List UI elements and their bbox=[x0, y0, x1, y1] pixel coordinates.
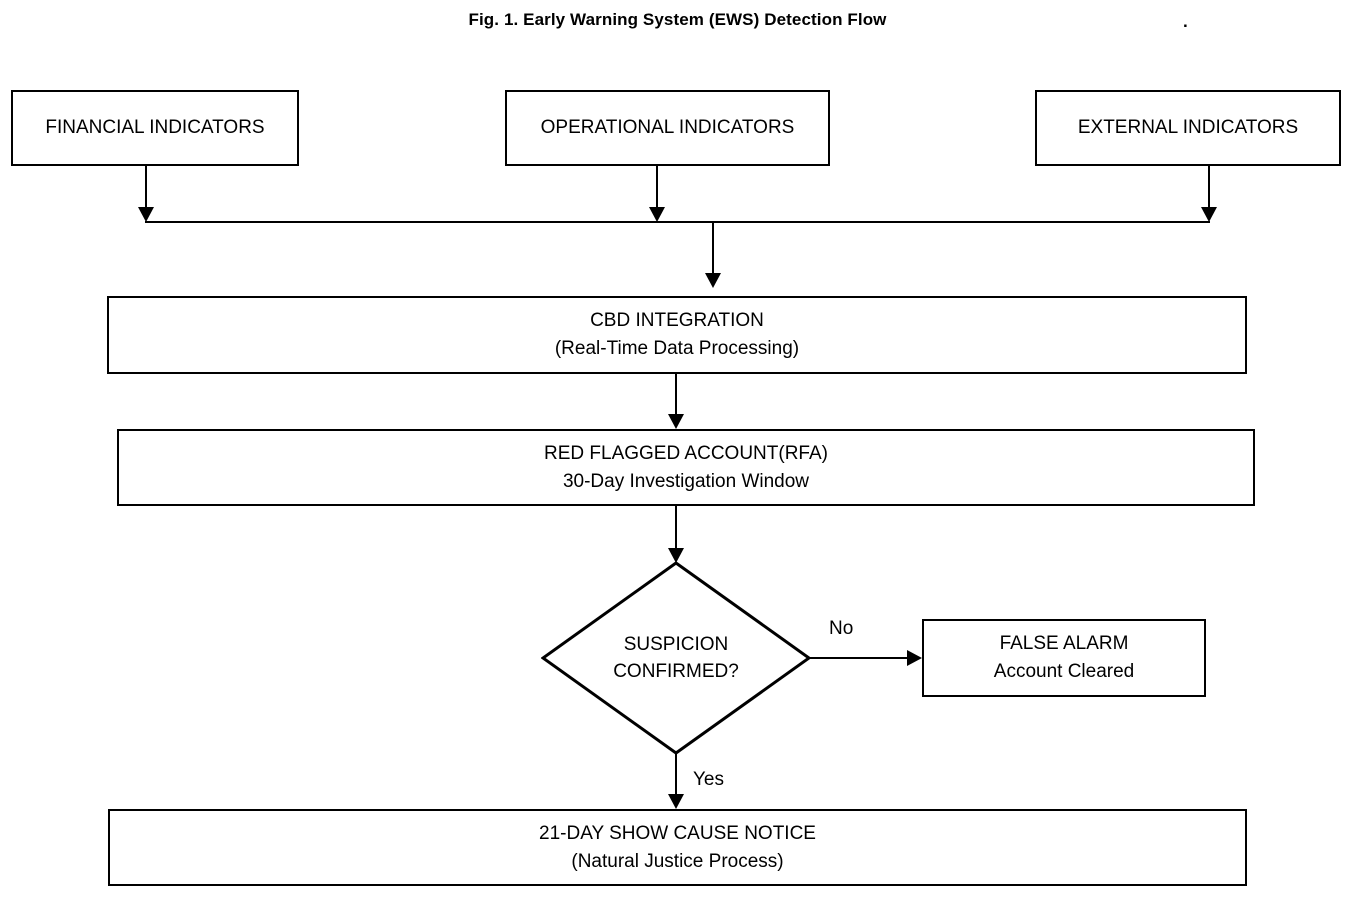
node-false-alarm[interactable]: FALSE ALARM Account Cleared bbox=[922, 619, 1206, 697]
node-red-flagged-account-line1: RED FLAGGED ACCOUNT(RFA) bbox=[544, 442, 828, 464]
node-cbd-integration-line1: CBD INTEGRATION bbox=[590, 310, 764, 331]
node-red-flagged-account-line2: 30-Day Investigation Window bbox=[562, 470, 810, 492]
node-decision-suspicion-confirmed[interactable]: SUSPICION CONFIRMED? bbox=[541, 561, 811, 755]
arrowhead-cbd-to-rfa bbox=[668, 414, 684, 429]
arrowhead-operational-to-bus bbox=[649, 207, 665, 222]
node-operational-indicators[interactable]: OPERATIONAL INDICATORS bbox=[505, 90, 830, 166]
node-cbd-integration[interactable]: CBD INTEGRATION (Real-Time Data Processi… bbox=[107, 296, 1247, 374]
connector-operational-to-bus bbox=[656, 166, 658, 208]
connector-bus-to-cbd bbox=[712, 221, 714, 274]
edge-label-no: No bbox=[829, 618, 854, 639]
node-financial-indicators-label: FINANCIAL INDICATORS bbox=[45, 117, 265, 138]
title-trailing-mark: . bbox=[1183, 12, 1188, 31]
connector-rfa-to-decision bbox=[675, 506, 677, 549]
connector-decision-to-false-alarm bbox=[808, 657, 908, 659]
arrowhead-bus-to-cbd bbox=[705, 273, 721, 288]
diamond-shape bbox=[541, 561, 811, 755]
arrowhead-decision-to-show-cause bbox=[668, 794, 684, 809]
connector-merge-bus bbox=[145, 221, 1210, 223]
node-red-flagged-account[interactable]: RED FLAGGED ACCOUNT(RFA) 30-Day Investig… bbox=[117, 429, 1255, 506]
arrowhead-financial-to-bus bbox=[138, 207, 154, 222]
node-show-cause-notice[interactable]: 21-DAY SHOW CAUSE NOTICE (Natural Justic… bbox=[108, 809, 1247, 886]
node-operational-indicators-label: OPERATIONAL INDICATORS bbox=[540, 117, 795, 138]
arrowhead-external-to-bus bbox=[1201, 207, 1217, 222]
connector-cbd-to-rfa bbox=[675, 374, 677, 415]
arrowhead-decision-to-false-alarm bbox=[907, 650, 922, 666]
connector-decision-to-show-cause bbox=[675, 752, 677, 795]
arrowhead-rfa-to-decision bbox=[668, 548, 684, 563]
node-external-indicators-label: EXTERNAL INDICATORS bbox=[1077, 117, 1299, 138]
node-cbd-integration-line2: (Real-Time Data Processing) bbox=[554, 338, 800, 359]
edge-label-yes: Yes bbox=[693, 769, 724, 790]
figure-title: Fig. 1. Early Warning System (EWS) Detec… bbox=[468, 10, 887, 29]
connector-financial-to-bus bbox=[145, 166, 147, 208]
node-show-cause-notice-line1: 21-DAY SHOW CAUSE NOTICE bbox=[539, 822, 816, 844]
node-external-indicators[interactable]: EXTERNAL INDICATORS bbox=[1035, 90, 1341, 166]
node-false-alarm-line1: FALSE ALARM bbox=[999, 633, 1129, 654]
node-false-alarm-line2: Account Cleared bbox=[993, 661, 1135, 682]
node-show-cause-notice-line2: (Natural Justice Process) bbox=[571, 850, 784, 872]
node-financial-indicators[interactable]: FINANCIAL INDICATORS bbox=[11, 90, 299, 166]
connector-external-to-bus bbox=[1208, 166, 1210, 208]
